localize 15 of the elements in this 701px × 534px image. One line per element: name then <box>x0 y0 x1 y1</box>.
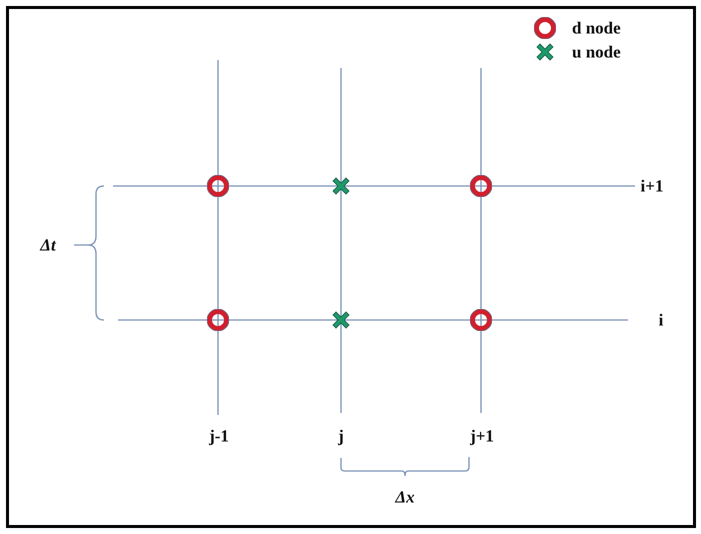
row-index: i+1 <box>640 178 664 194</box>
column-index: j <box>338 428 344 444</box>
dimension-label: Δt <box>40 236 56 254</box>
cross-marker <box>330 309 352 331</box>
legend-text: u node <box>572 44 621 60</box>
dimension-label: Δx <box>395 488 415 506</box>
column-index: j+1 <box>470 428 494 444</box>
ring-marker <box>470 175 492 197</box>
legend-text: d node <box>572 20 621 36</box>
row-index: i <box>658 312 664 328</box>
column-index: j-1 <box>209 428 229 444</box>
ring-marker <box>470 309 492 331</box>
ring-marker <box>207 175 229 197</box>
ring-marker <box>207 309 229 331</box>
cross-marker <box>330 175 352 197</box>
